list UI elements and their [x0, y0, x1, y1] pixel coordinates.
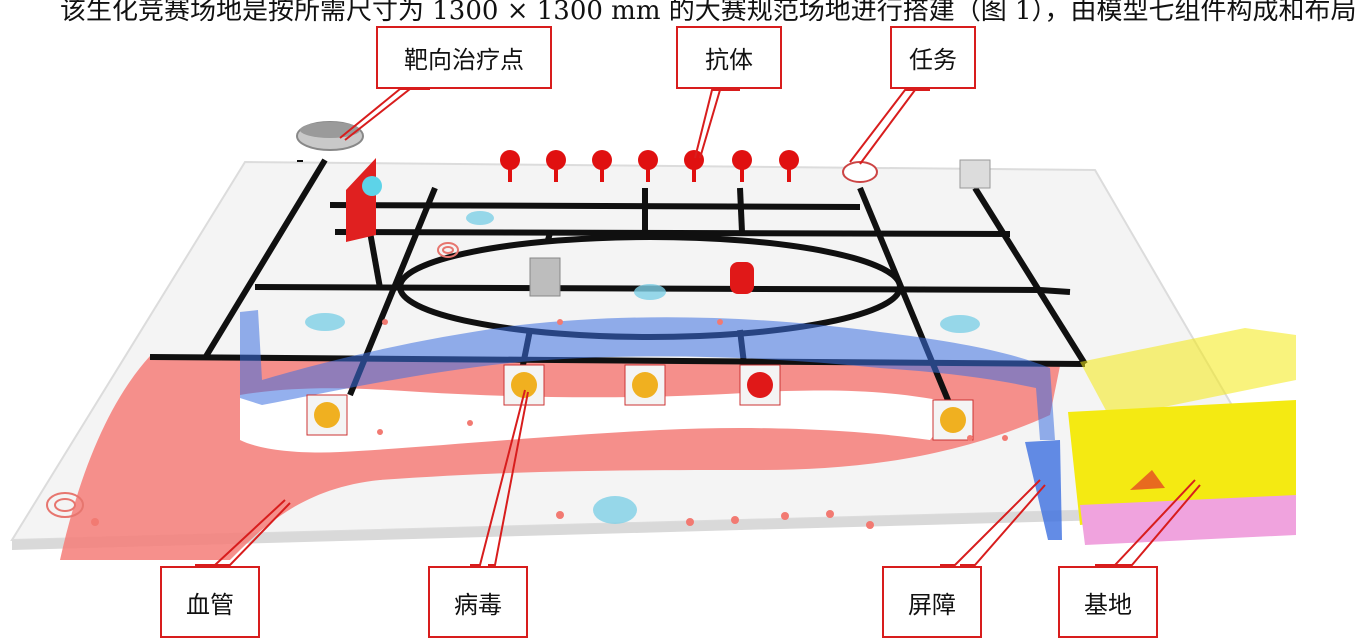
base-front — [1068, 400, 1296, 525]
field-diagram: 该生化竞赛场地是按所需尺寸为 1300 × 1300 mm 的大赛规范场地进行搭… — [10, 0, 1357, 638]
red-car-model — [730, 262, 754, 294]
decorative-spirals — [46, 242, 459, 518]
decorative-splats — [305, 211, 980, 524]
decorative-dots — [91, 319, 1008, 529]
tower-model — [529, 257, 561, 297]
callout-virus: 病毒 — [428, 566, 528, 638]
antibodies — [500, 150, 799, 182]
callout-task: 任务 — [890, 26, 976, 89]
barrier-wall — [240, 310, 1055, 440]
barrier-post — [1025, 440, 1062, 540]
task-right-model — [959, 159, 991, 189]
base-boat-icon — [1130, 470, 1165, 490]
mat-front-edge — [12, 505, 1290, 550]
callout-antibody: 抗体 — [676, 26, 782, 89]
callout-pointers — [195, 88, 1201, 566]
task-model — [842, 161, 878, 183]
header-caption: 该生化竞赛场地是按所需尺寸为 1300 × 1300 mm 的大赛规范场地进行搭… — [60, 0, 1357, 26]
callout-base: 基地 — [1058, 566, 1158, 638]
callout-target-point: 靶向治疗点 — [376, 26, 552, 89]
target-ball — [362, 176, 382, 196]
base-top — [1080, 328, 1296, 418]
callout-barrier: 屏障 — [882, 566, 982, 638]
callout-blood-vessel: 血管 — [160, 566, 260, 638]
base-floor — [1080, 495, 1296, 545]
game-field — [10, 88, 1296, 566]
virus-boxes — [306, 364, 974, 441]
